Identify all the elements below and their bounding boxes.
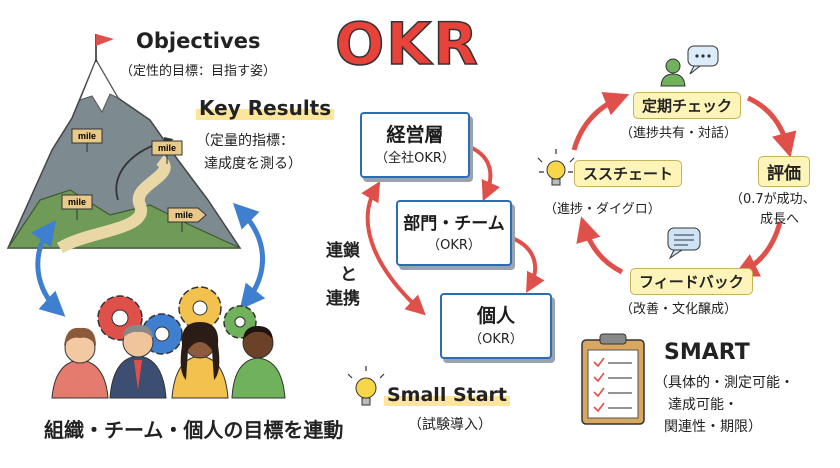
smart-line-2: 達成可能・ (668, 397, 738, 413)
flag-icon (96, 34, 114, 46)
alignment-arrows (31, 202, 266, 317)
objectives-subtitle: （定性的目標：目指す姿） (120, 64, 277, 79)
department-team-okr-box: 部門・チーム （OKR） (396, 200, 512, 266)
executive-sub: （全社OKR） (375, 151, 455, 166)
cycle-regular-check-sub: （進捗共有・対話） (620, 126, 738, 141)
mile-signs: mile mile mile mile (61, 128, 207, 232)
cycle-status-chart-label: ススチェート (574, 160, 683, 187)
mile-sign-4: mile (175, 210, 193, 220)
alignment-caption: 組織・チーム・個人の目標を連動 (44, 418, 344, 442)
link-label-line1: 連鎖 (326, 241, 360, 261)
hierarchy-arrows (361, 146, 545, 316)
small-start-heading: Small Start (384, 384, 510, 406)
cycle-feedback-sub: （改善・文化醸成） (620, 302, 738, 317)
key-results-subtitle-line2: 達成度を測る） (204, 156, 302, 172)
mile-sign-3: mile (68, 197, 86, 207)
people-illustration (51, 322, 286, 399)
individual-okr-box: 個人 （OKR） (440, 293, 552, 359)
person-chat-icon (660, 45, 719, 87)
cycle-evaluation-sub-line2: 成長へ (760, 212, 800, 227)
small-start-lightbulb-icon (347, 366, 385, 406)
cycle-feedback-label: フィードバック (630, 268, 753, 295)
lightbulb-icon (537, 149, 575, 186)
cycle-evaluation-sub-line1: （0.7が成功、 (730, 192, 816, 207)
clipboard-checklist-icon (581, 333, 645, 425)
department-team-sub: （OKR） (427, 238, 481, 253)
objectives-heading: Objectives (136, 29, 261, 53)
key-results-subtitle-line1: （定量的指標： (196, 133, 294, 149)
smart-heading: SMART (664, 340, 750, 365)
smart-line-1: （具体的・測定可能・ (654, 375, 794, 391)
gears-icon (97, 286, 257, 355)
okr-title: OKR (334, 9, 480, 79)
mile-sign-1: mile (78, 131, 96, 141)
cycle-status-chart-sub: （進捗・ダイグロ） (544, 202, 661, 217)
chat-bubble-icon (667, 227, 701, 260)
key-results-heading: Key Results (196, 96, 335, 120)
cycle-evaluation-label: 評価 (758, 156, 810, 187)
link-label-line2: と (340, 265, 357, 285)
individual-label: 個人 (476, 305, 515, 327)
executive-okr-box: 経営層 （全社OKR） (360, 112, 470, 178)
department-team-label: 部門・チーム (403, 214, 505, 234)
mile-sign-2: mile (158, 143, 176, 153)
small-start-subtitle: （試験導入） (408, 417, 492, 433)
smart-line-3: 関連性・期限） (664, 419, 762, 435)
cycle-regular-check-label: 定期チェック (633, 92, 742, 119)
executive-label: 経営層 (386, 124, 444, 146)
link-label-line3: 連携 (326, 289, 360, 309)
individual-sub: （OKR） (469, 332, 523, 347)
